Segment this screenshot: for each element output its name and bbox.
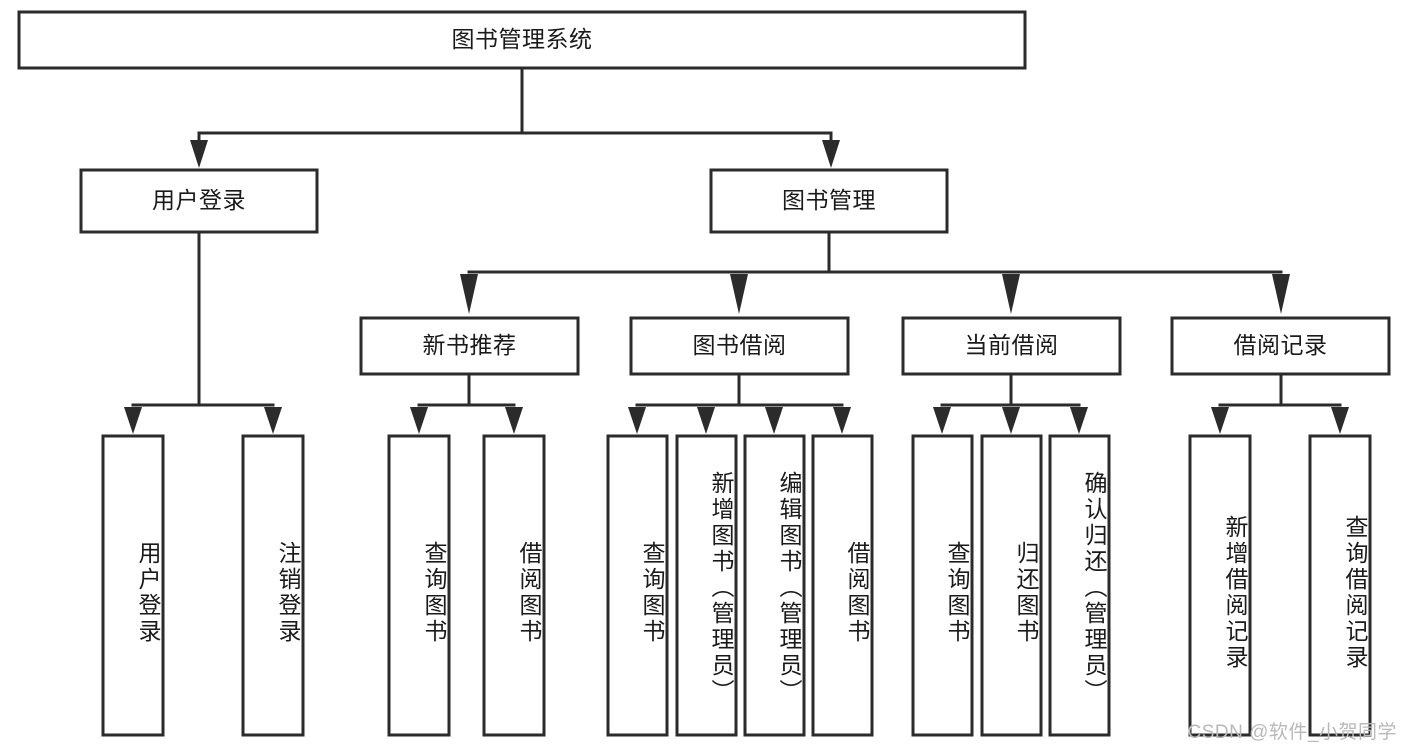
arrow-head-leaf-logout bbox=[264, 407, 282, 434]
node-box-leaf-add-record[interactable] bbox=[1188, 434, 1252, 737]
node-box-new-book-recommend[interactable] bbox=[359, 316, 580, 376]
node-box-user-login[interactable] bbox=[79, 168, 319, 234]
node-box-leaf-confirm-return[interactable] bbox=[1048, 434, 1111, 737]
node-box-borrow-record[interactable] bbox=[1170, 316, 1391, 376]
node-box-leaf-query-book-2[interactable] bbox=[606, 434, 669, 737]
arrow-head-book-borrow bbox=[730, 274, 748, 314]
node-box-leaf-borrow-book-2[interactable] bbox=[811, 434, 874, 737]
csdn-watermark: CSDN @软件_小贺同学 bbox=[1187, 722, 1397, 743]
node-box-leaf-logout[interactable] bbox=[241, 434, 305, 737]
arrow-head-leaf-query-book-3 bbox=[933, 407, 951, 434]
arrow-head-current-borrow bbox=[1002, 274, 1020, 314]
arrow-head-leaf-add-book bbox=[697, 407, 715, 434]
arrow-head-borrow-record bbox=[1272, 274, 1290, 314]
node-box-leaf-query-book-1[interactable] bbox=[387, 434, 451, 737]
arrow-head-leaf-query-record bbox=[1331, 407, 1349, 434]
arrow-head-leaf-add-record bbox=[1211, 407, 1229, 434]
node-box-leaf-query-record[interactable] bbox=[1308, 434, 1372, 737]
arrow-head-leaf-query-book-1 bbox=[410, 407, 428, 434]
node-box-current-borrow[interactable] bbox=[901, 316, 1122, 376]
node-box-leaf-user-login[interactable] bbox=[101, 434, 165, 737]
arrow-head-leaf-edit-book bbox=[765, 407, 783, 434]
arrow-head-leaf-user-login bbox=[124, 407, 142, 434]
node-box-leaf-query-book-3[interactable] bbox=[911, 434, 974, 737]
node-box-leaf-borrow-book-1[interactable] bbox=[482, 434, 546, 737]
node-box-book-borrow[interactable] bbox=[629, 316, 850, 376]
node-box-leaf-edit-book[interactable] bbox=[743, 434, 806, 737]
arrow-head-leaf-query-book-2 bbox=[628, 407, 646, 434]
arrow-head-leaf-borrow-book-2 bbox=[833, 407, 851, 434]
arrow-head-new-book-recommend bbox=[460, 274, 478, 314]
arrow-head-leaf-return-book bbox=[1002, 407, 1020, 434]
node-box-book-management[interactable] bbox=[709, 168, 949, 234]
node-box-root[interactable] bbox=[17, 10, 1027, 70]
arrow-head-leaf-confirm-return bbox=[1070, 407, 1088, 434]
node-box-leaf-return-book[interactable] bbox=[980, 434, 1043, 737]
arrow-head-user-login bbox=[190, 140, 208, 168]
arrow-head-book-mgmt bbox=[822, 140, 840, 168]
arrow-head-leaf-borrow-book-1 bbox=[505, 407, 523, 434]
node-box-leaf-add-book[interactable] bbox=[675, 434, 738, 737]
